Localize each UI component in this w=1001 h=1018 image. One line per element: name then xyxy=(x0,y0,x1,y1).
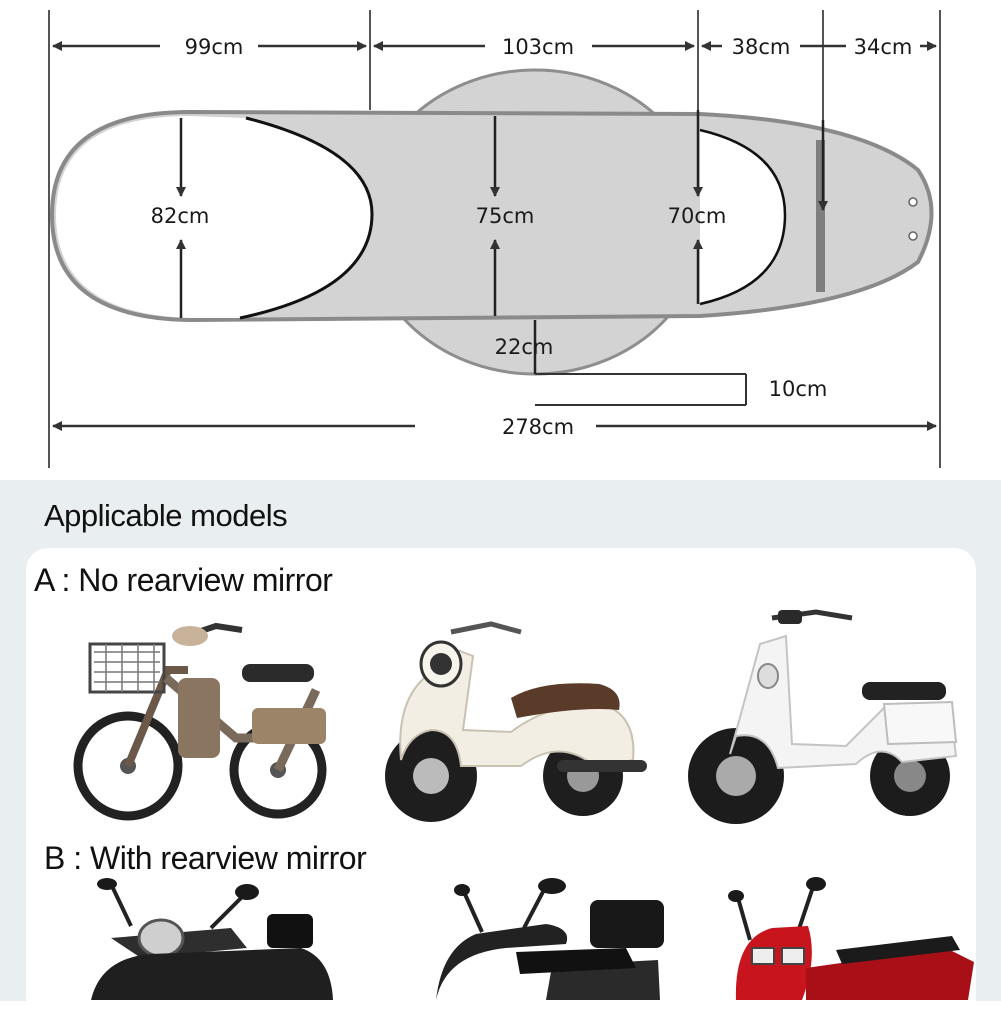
dim-22: 22cm xyxy=(495,335,554,359)
rear-opening xyxy=(700,130,785,304)
dim-278: 278cm xyxy=(502,415,574,439)
front-opening xyxy=(56,116,372,318)
dim-103: 103cm xyxy=(502,35,574,59)
extension-lines xyxy=(48,10,941,468)
flap-offset-bracket xyxy=(535,373,747,406)
dim-34: 34cm xyxy=(854,35,913,59)
dim-99: 99cm xyxy=(185,35,244,59)
dim-70: 70cm xyxy=(668,204,727,228)
dim-38: 38cm xyxy=(732,35,791,59)
grommet-icon xyxy=(908,231,918,241)
section-title: Applicable models xyxy=(44,498,288,533)
tail-strap xyxy=(816,140,825,292)
dim-82: 82cm xyxy=(151,204,210,228)
dim-10: 10cm xyxy=(769,377,828,401)
height-arrows xyxy=(176,110,828,374)
red-sport-scooter-image xyxy=(728,877,974,1000)
retro-cream-scooter-image xyxy=(385,621,647,822)
applicable-models-section: Applicable models A : No rearview mirror xyxy=(0,480,1001,1018)
modern-white-escooter-image xyxy=(688,609,958,824)
cover-dimension-diagram: 99cm 103cm 38cm 34cm 82cm 75cm 70cm 22cm… xyxy=(48,10,941,468)
grommet-icon xyxy=(908,197,918,207)
group-b-label: B : With rearview mirror xyxy=(44,840,367,876)
dim-75: 75cm xyxy=(476,204,535,228)
electric-bike-with-basket-image xyxy=(73,622,327,821)
black-scooter-with-topbox-image xyxy=(436,878,664,1000)
models-card: A : No rearview mirror xyxy=(26,548,976,1018)
group-a-label: A : No rearview mirror xyxy=(34,562,333,598)
black-scooter-with-mirrors-image xyxy=(91,878,333,1000)
